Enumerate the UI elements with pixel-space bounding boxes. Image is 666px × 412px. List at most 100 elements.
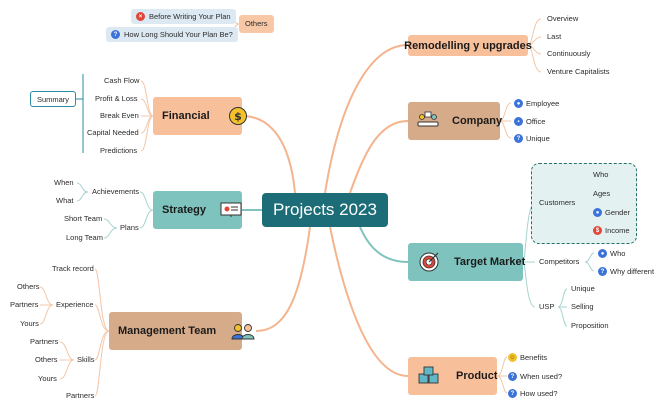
strategy-plans[interactable]: Plans bbox=[120, 223, 139, 232]
dollar-icon: $ bbox=[228, 106, 248, 126]
achievements-child[interactable]: What bbox=[56, 196, 74, 205]
customers-child[interactable]: ●Gender bbox=[593, 208, 630, 217]
smiley-icon: ☺ bbox=[508, 353, 517, 362]
customers-child-label: Income bbox=[605, 225, 630, 235]
financial-child[interactable]: Profit & Loss bbox=[95, 94, 138, 103]
topic-target-market-label: Target Market bbox=[454, 256, 526, 268]
company-child-label: Employee bbox=[526, 98, 560, 108]
experience-child[interactable]: Yours bbox=[20, 319, 39, 328]
question-icon: ? bbox=[508, 389, 517, 398]
topic-financial[interactable]: Financial $ bbox=[153, 97, 247, 135]
link-remodelling bbox=[324, 44, 409, 194]
financial-child[interactable]: Cash Flow bbox=[104, 76, 140, 85]
question-icon: ? bbox=[598, 267, 607, 276]
building-icon: ▪ bbox=[514, 117, 523, 126]
remodelling-child[interactable]: Continuously bbox=[547, 49, 591, 58]
topic-product[interactable]: Product bbox=[408, 357, 498, 395]
management-experience[interactable]: Experience bbox=[56, 300, 94, 309]
topic-target-market[interactable]: Target Market bbox=[408, 243, 526, 281]
financial-child[interactable]: Predictions bbox=[100, 146, 138, 155]
financial-child[interactable]: Break Even bbox=[100, 111, 139, 120]
presentation-icon bbox=[220, 201, 242, 219]
strategy-achievements[interactable]: Achievements bbox=[92, 187, 140, 196]
plans-child[interactable]: Short Team bbox=[64, 214, 103, 223]
meeting-icon bbox=[416, 111, 440, 131]
management-partners[interactable]: Partners bbox=[66, 391, 95, 400]
company-child-label: Office bbox=[526, 116, 546, 126]
product-child[interactable]: ?How used? bbox=[508, 389, 558, 398]
management-track-record[interactable]: Track record bbox=[52, 264, 94, 273]
customers-child[interactable]: Who bbox=[593, 170, 609, 179]
topic-financial-label: Financial bbox=[162, 110, 210, 122]
usp-child[interactable]: Proposition bbox=[571, 321, 609, 330]
money-icon: $ bbox=[593, 226, 602, 235]
customers-child[interactable]: Ages bbox=[593, 189, 611, 198]
link-target bbox=[359, 226, 409, 263]
person-icon: ● bbox=[598, 249, 607, 258]
skills-child[interactable]: Others bbox=[35, 355, 58, 364]
product-child-label: Benefits bbox=[520, 352, 548, 362]
competitors-child[interactable]: ●Who bbox=[598, 249, 625, 258]
competitors-child-label: Who bbox=[610, 248, 626, 258]
central-topic[interactable]: Projects 2023 bbox=[262, 193, 388, 227]
company-child[interactable]: ?Unique bbox=[514, 134, 550, 143]
floating-item-label: How Long Should Your Plan Be? bbox=[124, 29, 233, 39]
competitors-child-label: Why different bbox=[610, 266, 655, 276]
usp-child[interactable]: Unique bbox=[571, 284, 595, 293]
company-child[interactable]: ●Employee bbox=[514, 99, 559, 108]
product-child-label: When used? bbox=[520, 371, 563, 381]
topic-product-label: Product bbox=[456, 370, 498, 382]
floating-others[interactable]: Others bbox=[239, 15, 274, 33]
customers-boundary bbox=[531, 163, 637, 244]
product-child[interactable]: ☺Benefits bbox=[508, 353, 547, 362]
boxes-icon bbox=[418, 366, 440, 386]
topic-company[interactable]: Company bbox=[408, 102, 503, 140]
topic-management-team[interactable]: Management Team bbox=[109, 312, 255, 350]
product-child-label: How used? bbox=[520, 388, 558, 398]
summary-box[interactable]: Summary bbox=[30, 91, 76, 107]
target-customers[interactable]: Customers bbox=[539, 198, 576, 207]
skills-child[interactable]: Partners bbox=[30, 337, 59, 346]
achievements-child[interactable]: When bbox=[54, 178, 74, 187]
product-child[interactable]: ?When used? bbox=[508, 372, 562, 381]
svg-text:$: $ bbox=[234, 110, 242, 123]
topic-remodelling[interactable]: Remodelling y upgrades bbox=[404, 35, 532, 56]
usp-child[interactable]: Selling bbox=[571, 302, 594, 311]
link-product bbox=[329, 226, 409, 377]
target-usp[interactable]: USP bbox=[539, 302, 555, 311]
remodelling-child[interactable]: Venture Capitalists bbox=[547, 67, 610, 76]
link-financial bbox=[241, 115, 296, 194]
person-icon: ● bbox=[593, 208, 602, 217]
remodelling-child[interactable]: Last bbox=[547, 32, 562, 41]
company-child[interactable]: ▪Office bbox=[514, 117, 545, 126]
team-icon bbox=[230, 322, 256, 340]
close-icon: × bbox=[136, 12, 145, 21]
link-company bbox=[349, 120, 409, 194]
floating-item[interactable]: ? How Long Should Your Plan Be? bbox=[106, 27, 238, 42]
experience-child[interactable]: Partners bbox=[10, 300, 39, 309]
customers-child[interactable]: $Income bbox=[593, 226, 630, 235]
management-skills[interactable]: Skills bbox=[77, 355, 95, 364]
plans-child[interactable]: Long Team bbox=[66, 233, 103, 242]
topic-remodelling-label: Remodelling y upgrades bbox=[404, 39, 532, 52]
central-topic-label: Projects 2023 bbox=[273, 200, 377, 219]
floating-item[interactable]: ×Before Writing Your Plan bbox=[131, 9, 236, 24]
competitors-child[interactable]: ?Why different bbox=[598, 267, 654, 276]
remodelling-child[interactable]: Overview bbox=[547, 14, 579, 23]
skills-child[interactable]: Yours bbox=[38, 374, 57, 383]
topic-strategy-label: Strategy bbox=[162, 204, 207, 216]
topic-management-label: Management Team bbox=[118, 325, 217, 337]
person-icon: ● bbox=[514, 99, 523, 108]
experience-child[interactable]: Others bbox=[17, 282, 40, 291]
topic-strategy[interactable]: Strategy bbox=[153, 191, 242, 229]
question-icon: ? bbox=[514, 134, 523, 143]
financial-child[interactable]: Capital Needed bbox=[87, 128, 139, 137]
question-icon: ? bbox=[111, 30, 120, 39]
topic-company-label: Company bbox=[452, 115, 503, 127]
summary-label: Summary bbox=[36, 94, 70, 104]
customers-child-label: Gender bbox=[605, 207, 631, 217]
target-icon bbox=[418, 251, 440, 273]
link-management bbox=[255, 226, 311, 332]
target-competitors[interactable]: Competitors bbox=[539, 257, 580, 266]
question-icon: ? bbox=[508, 372, 517, 381]
